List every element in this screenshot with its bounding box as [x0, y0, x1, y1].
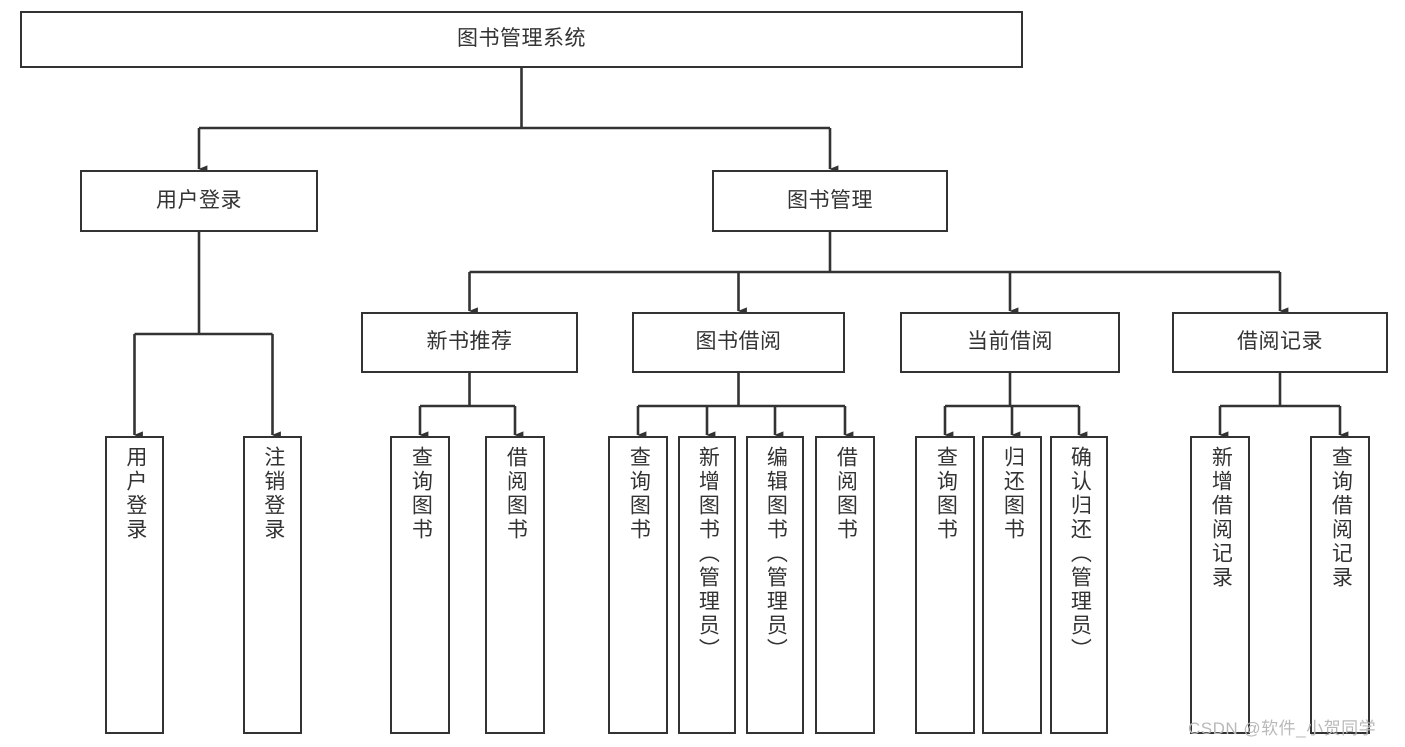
node-leaf-add-book-label: 新增图书（管理员） [696, 446, 720, 662]
node-current-borrow[interactable]: 当前借阅 [900, 312, 1120, 373]
node-book-management[interactable]: 图书管理 [712, 170, 948, 232]
node-borrow-record-label: 借阅记录 [1237, 330, 1323, 354]
node-leaf-return-book-label: 归还图书 [1001, 446, 1025, 542]
node-leaf-query-book-current-label: 查询图书 [934, 446, 958, 542]
node-leaf-add-borrow-record-label: 新增借阅记录 [1209, 446, 1233, 590]
node-leaf-borrow-book[interactable]: 借阅图书 [815, 436, 875, 734]
node-leaf-user-logout-label: 注销登录 [261, 446, 285, 542]
node-leaf-edit-book[interactable]: 编辑图书（管理员） [746, 436, 804, 734]
node-leaf-add-book[interactable]: 新增图书（管理员） [678, 436, 736, 734]
node-leaf-borrow-book-recommend[interactable]: 借阅图书 [485, 436, 545, 734]
node-leaf-borrow-book-label: 借阅图书 [834, 446, 858, 542]
node-leaf-query-book-recommend[interactable]: 查询图书 [390, 436, 450, 734]
node-leaf-confirm-return[interactable]: 确认归还（管理员） [1050, 436, 1108, 734]
node-leaf-query-borrow-record[interactable]: 查询借阅记录 [1310, 436, 1370, 734]
node-leaf-confirm-return-label: 确认归还（管理员） [1068, 446, 1092, 662]
node-root-system-label: 图书管理系统 [457, 27, 586, 51]
node-book-borrow-label: 图书借阅 [695, 330, 782, 354]
node-current-borrow-label: 当前借阅 [967, 330, 1053, 354]
node-user-login[interactable]: 用户登录 [80, 170, 318, 232]
node-new-book-recommend[interactable]: 新书推荐 [361, 312, 578, 373]
node-leaf-user-login[interactable]: 用户登录 [105, 436, 164, 734]
node-leaf-query-book-borrow[interactable]: 查询图书 [608, 436, 668, 734]
node-leaf-edit-book-label: 编辑图书（管理员） [764, 446, 788, 662]
node-leaf-user-login-label: 用户登录 [123, 446, 147, 542]
node-leaf-query-book-current[interactable]: 查询图书 [915, 436, 975, 734]
node-root-system[interactable]: 图书管理系统 [20, 11, 1023, 68]
node-book-borrow[interactable]: 图书借阅 [632, 312, 845, 373]
node-user-login-label: 用户登录 [156, 188, 242, 212]
node-leaf-add-borrow-record[interactable]: 新增借阅记录 [1190, 436, 1250, 734]
node-leaf-user-logout[interactable]: 注销登录 [243, 436, 302, 734]
node-leaf-return-book[interactable]: 归还图书 [982, 436, 1042, 734]
node-leaf-query-book-recommend-label: 查询图书 [409, 446, 433, 542]
node-leaf-query-borrow-record-label: 查询借阅记录 [1329, 446, 1353, 590]
node-leaf-query-book-borrow-label: 查询图书 [627, 446, 651, 542]
node-book-management-label: 图书管理 [787, 188, 873, 212]
node-leaf-borrow-book-recommend-label: 借阅图书 [504, 446, 528, 542]
node-new-book-recommend-label: 新书推荐 [426, 330, 513, 354]
node-borrow-record[interactable]: 借阅记录 [1172, 312, 1388, 373]
